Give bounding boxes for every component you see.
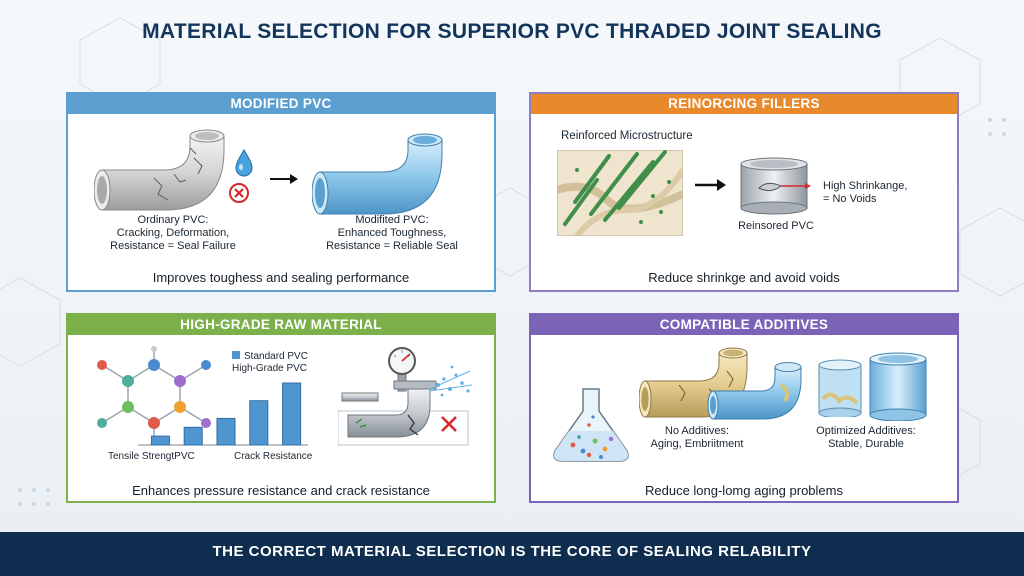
panel-header: MODIFIED PVC: [68, 94, 494, 114]
panel-header: REINORCING FILLERS: [531, 94, 957, 114]
panel-modified-pvc: MODIFIED PVC: [66, 92, 496, 292]
arrow-right-icon: [695, 179, 726, 191]
ordinary-pvc-elbow-illustration: [94, 129, 225, 211]
water-drop-icon: [235, 149, 253, 177]
shrinkage-note: High Shrinkange, = No Voids: [823, 180, 908, 205]
chart-bar-4: [249, 400, 269, 446]
axis-label-tensile: Tensile StrengtPVC: [108, 451, 195, 462]
reinforced-pvc-label: Reinsored PVC: [738, 220, 814, 232]
legend-high-grade-pvc: High-Grade PVC: [232, 363, 308, 374]
panel-header: HIGH-GRADE RAW MATERIAL: [68, 315, 494, 335]
chart-legend: Standard PVC High-Grade PVC: [232, 351, 308, 375]
panel-caption: Enhances pressure resistance and crack r…: [132, 483, 430, 498]
reinforced-pipe-illustration: [740, 157, 811, 215]
chart-bar-2: [183, 426, 203, 446]
bar-chart: [138, 382, 308, 446]
axis-label-crack: Crack Resistance: [234, 451, 313, 462]
panel-high-grade: HIGH-GRADE RAW MATERIAL Standard PVC Hig…: [66, 313, 496, 503]
arrow-right-icon: [270, 174, 298, 184]
additive-sleeve-illustration: [818, 359, 862, 417]
durable-pipe-illustration: [869, 352, 927, 421]
cross-circle-icon: [229, 183, 249, 203]
panel-caption: Reduce long-lomg aging problems: [644, 483, 843, 498]
chart-bar-5: [282, 382, 302, 446]
optimized-additives-label: Optimized Additives: Stable, Durable: [816, 425, 916, 450]
panel-compatible-additives: COMPATIBLE ADDITIVES: [529, 313, 959, 503]
microstructure-illustration: [557, 150, 683, 236]
pressure-test-illustration: [338, 347, 473, 446]
chart-bar-1: [150, 435, 170, 446]
flask-icon: [553, 388, 629, 462]
page-title: MATERIAL SELECTION FOR SUPERIOR PVC THRA…: [142, 20, 882, 43]
panel-caption: Reduce shrinkge and avoid voids: [648, 270, 840, 285]
ordinary-pvc-label: Ordinary PVC: Cracking, Deformation, Res…: [110, 214, 236, 252]
blue-pipe-illustration: [707, 362, 802, 420]
modified-pvc-label: Modifited PVC: Enhanced Toughness, Resis…: [326, 214, 458, 252]
panel-header: COMPATIBLE ADDITIVES: [531, 315, 957, 335]
panel-caption: Improves toughess and sealing performanc…: [152, 270, 410, 285]
modified-pvc-elbow-illustration: [312, 133, 443, 215]
legend-standard-pvc: Standard PVC: [232, 351, 308, 363]
panel-reinforcing-fillers: REINORCING FILLERS Reinforced Microstruc…: [529, 92, 959, 292]
no-additives-label: No Additives: Aging, Embriitment: [650, 425, 744, 450]
microstructure-label: Reinforced Microstructure: [561, 130, 693, 142]
footer-banner: THE CORRECT MATERIAL SELECTION IS THE CO…: [0, 532, 1024, 576]
chart-bar-3: [216, 417, 236, 446]
